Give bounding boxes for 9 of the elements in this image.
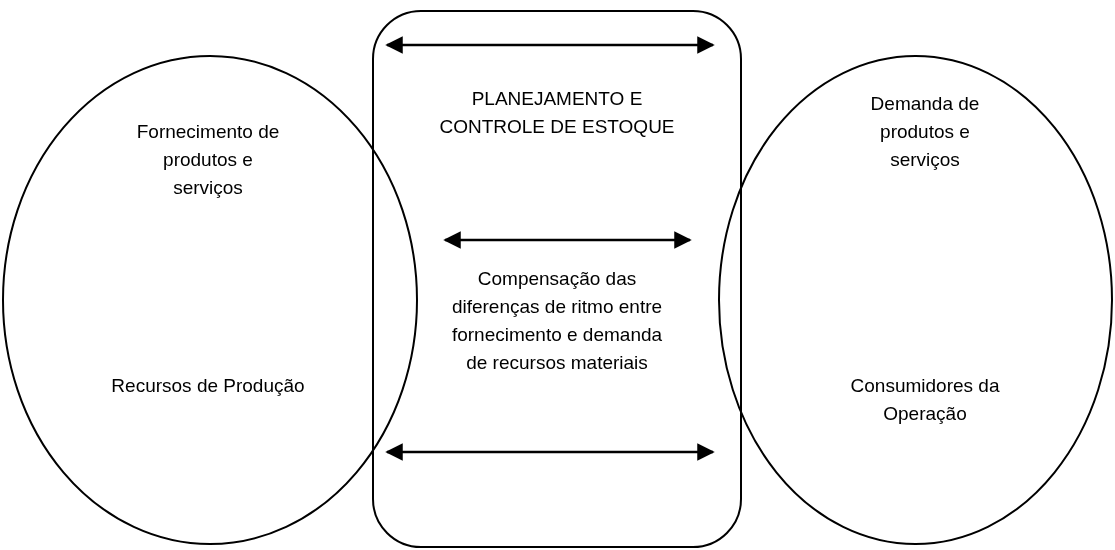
node-text: Consumidores da Operação [849, 374, 1001, 426]
node-text: Recursos de Produção [110, 374, 306, 398]
ellipse-node [2, 55, 418, 545]
ellipse-node [718, 55, 1113, 545]
node-text: Compensação das diferenças de ritmo entre fornecimento e demanda de recursos materiais [450, 267, 664, 375]
node-heading: PLANEJAMENTO E CONTROLE DE ESTOQUE [438, 87, 676, 139]
rounded-box [372, 10, 742, 548]
node-heading: Fornecimento de produtos e serviços [135, 120, 281, 200]
node-heading: Demanda de produtos e serviços [869, 92, 981, 172]
